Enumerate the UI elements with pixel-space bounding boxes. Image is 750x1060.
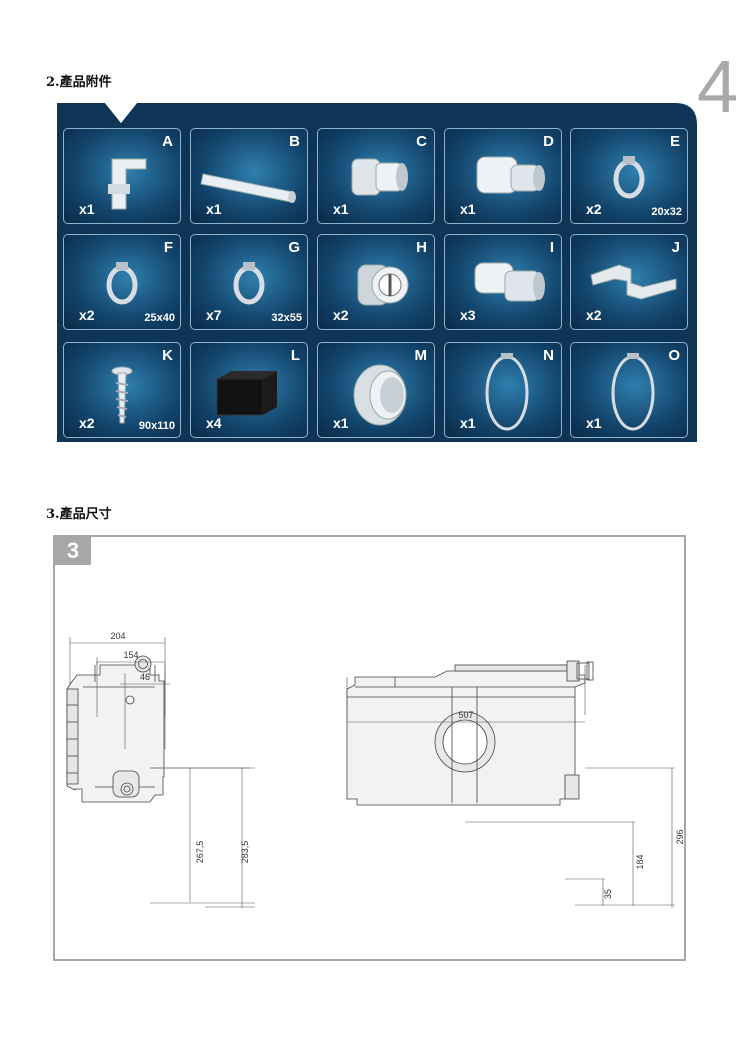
accessory-size: 25x40 bbox=[144, 312, 175, 324]
check-valve-icon bbox=[357, 264, 409, 306]
dim-184: 184 bbox=[635, 854, 645, 869]
accessory-quantity: x1 bbox=[460, 415, 476, 431]
accessory-quantity: x4 bbox=[206, 415, 222, 431]
accessory-quantity: x2 bbox=[586, 201, 602, 217]
side-view-unit bbox=[66, 655, 165, 803]
accessory-letter: J bbox=[671, 239, 680, 256]
hose-clamp-icon bbox=[106, 262, 138, 305]
accessory-quantity: x2 bbox=[333, 307, 349, 323]
dim-35: 35 bbox=[603, 889, 613, 899]
accessory-letter: A bbox=[162, 133, 173, 150]
dimension-drawing: 3 bbox=[53, 535, 686, 961]
screw-icon bbox=[111, 366, 133, 424]
dim-296: 296 bbox=[675, 829, 684, 844]
connector-icon bbox=[351, 158, 408, 196]
large-clamp-icon bbox=[611, 353, 655, 431]
dim-46: 46 bbox=[140, 672, 150, 682]
accessory-letter: O bbox=[668, 347, 680, 364]
accessory-quantity: x1 bbox=[206, 201, 222, 217]
accessory-quantity: x1 bbox=[586, 415, 602, 431]
accessory-letter: F bbox=[163, 239, 173, 256]
accessory-quantity: x1 bbox=[333, 201, 349, 217]
accessory-letter: I bbox=[549, 239, 554, 256]
accessory-letter: K bbox=[162, 347, 173, 364]
accessory-letter: G bbox=[288, 239, 300, 256]
accessory-size: 90x110 bbox=[138, 420, 175, 432]
large-clamp-icon bbox=[485, 353, 529, 431]
accessory-quantity: x1 bbox=[460, 201, 476, 217]
page-number: 4 bbox=[697, 45, 739, 128]
straight-pipe-icon bbox=[200, 173, 296, 203]
accessory-quantity: x2 bbox=[79, 307, 95, 323]
accessory-quantity: x7 bbox=[206, 307, 222, 323]
side-view-dimension-lines bbox=[69, 637, 255, 908]
accessory-quantity: x1 bbox=[79, 201, 95, 217]
rubber-pad-icon bbox=[216, 371, 277, 416]
accessories-heading: 2.產品附件 bbox=[46, 75, 112, 90]
dim-507: 507 bbox=[458, 710, 473, 720]
dim-283-5: 283,5 bbox=[240, 841, 250, 864]
accessory-quantity: x2 bbox=[79, 415, 95, 431]
dimensions-heading: 3.產品尺寸 bbox=[46, 507, 112, 522]
coupling-icon bbox=[476, 156, 545, 194]
accessory-size: 20x32 bbox=[651, 206, 682, 218]
accessory-letter: C bbox=[416, 133, 427, 150]
accessory-letter: L bbox=[290, 347, 300, 364]
accessory-quantity: x1 bbox=[333, 415, 349, 431]
accessory-letter: H bbox=[416, 239, 427, 256]
accessory-letter: B bbox=[289, 133, 300, 150]
dim-267-5: 267,5 bbox=[195, 841, 205, 864]
bracket-icon bbox=[590, 264, 677, 300]
accessory-size: 32x55 bbox=[271, 312, 302, 324]
accessory-letter: N bbox=[543, 347, 554, 364]
dim-204: 204 bbox=[110, 631, 125, 641]
hose-clamp-icon bbox=[613, 156, 645, 199]
dim-154: 154 bbox=[123, 650, 138, 660]
elbow-pipe-icon bbox=[108, 158, 147, 210]
accessory-letter: M bbox=[414, 347, 428, 364]
accessory-quantity: x3 bbox=[460, 307, 476, 323]
reducer-icon bbox=[474, 262, 545, 302]
rubber-sleeve-icon bbox=[353, 364, 407, 426]
accessory-letter: D bbox=[543, 133, 554, 150]
technical-drawing-svg: 204 154 46 267,5 283,5 507 296 184 35 bbox=[66, 631, 684, 908]
front-view-dimension-lines bbox=[346, 665, 675, 908]
accessory-quantity: x2 bbox=[586, 307, 602, 323]
accessory-letter: E bbox=[669, 133, 680, 150]
figure-badge: 3 bbox=[55, 537, 91, 565]
hose-clamp-icon bbox=[233, 262, 265, 305]
front-view-unit bbox=[346, 660, 594, 806]
